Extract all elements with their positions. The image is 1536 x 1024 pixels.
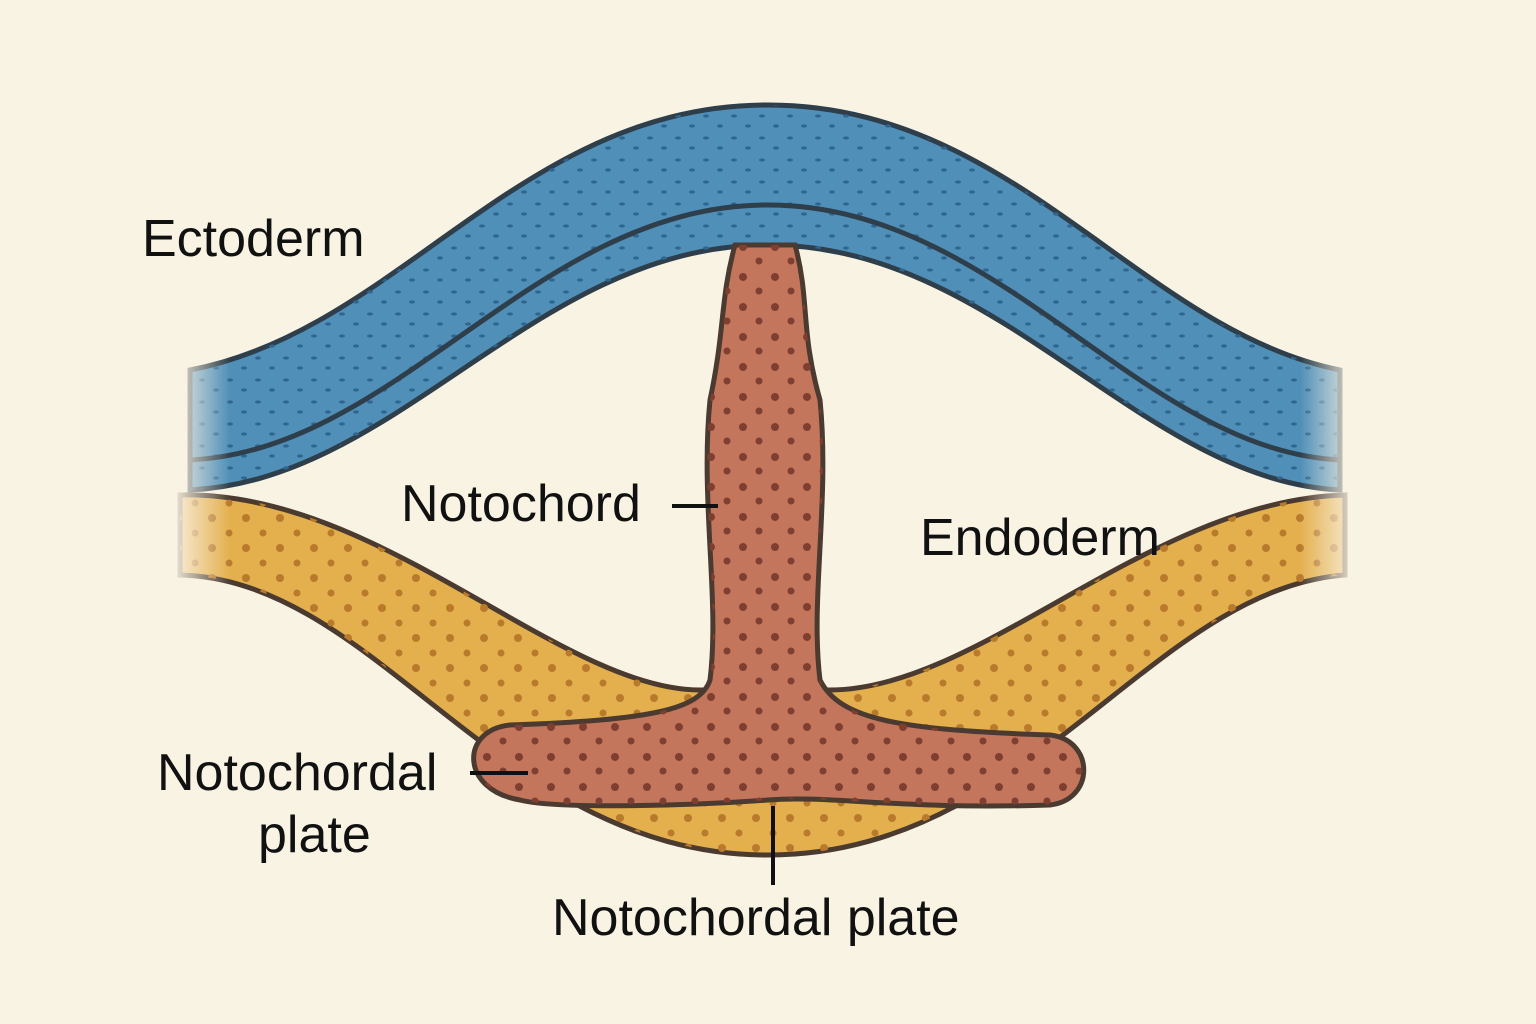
ectoderm-layer	[187, 102, 1343, 493]
notochord-shape	[471, 242, 1087, 809]
ectoderm-inner-boundary	[189, 202, 1341, 463]
leader-lines	[470, 504, 775, 885]
ectoderm-label: Ectoderm	[142, 210, 365, 268]
notochordal-plate-left-label-line2: plate	[258, 806, 371, 864]
notochord-label: Notochord	[401, 475, 641, 533]
right-fade	[1300, 330, 1360, 600]
notochordal-plate-bottom-label: Notochordal plate	[552, 889, 960, 947]
endoderm-label: Endoderm	[920, 509, 1160, 567]
notochordal-plate-left-label-line1: Notochordal	[157, 744, 438, 802]
left-fade	[170, 330, 230, 600]
